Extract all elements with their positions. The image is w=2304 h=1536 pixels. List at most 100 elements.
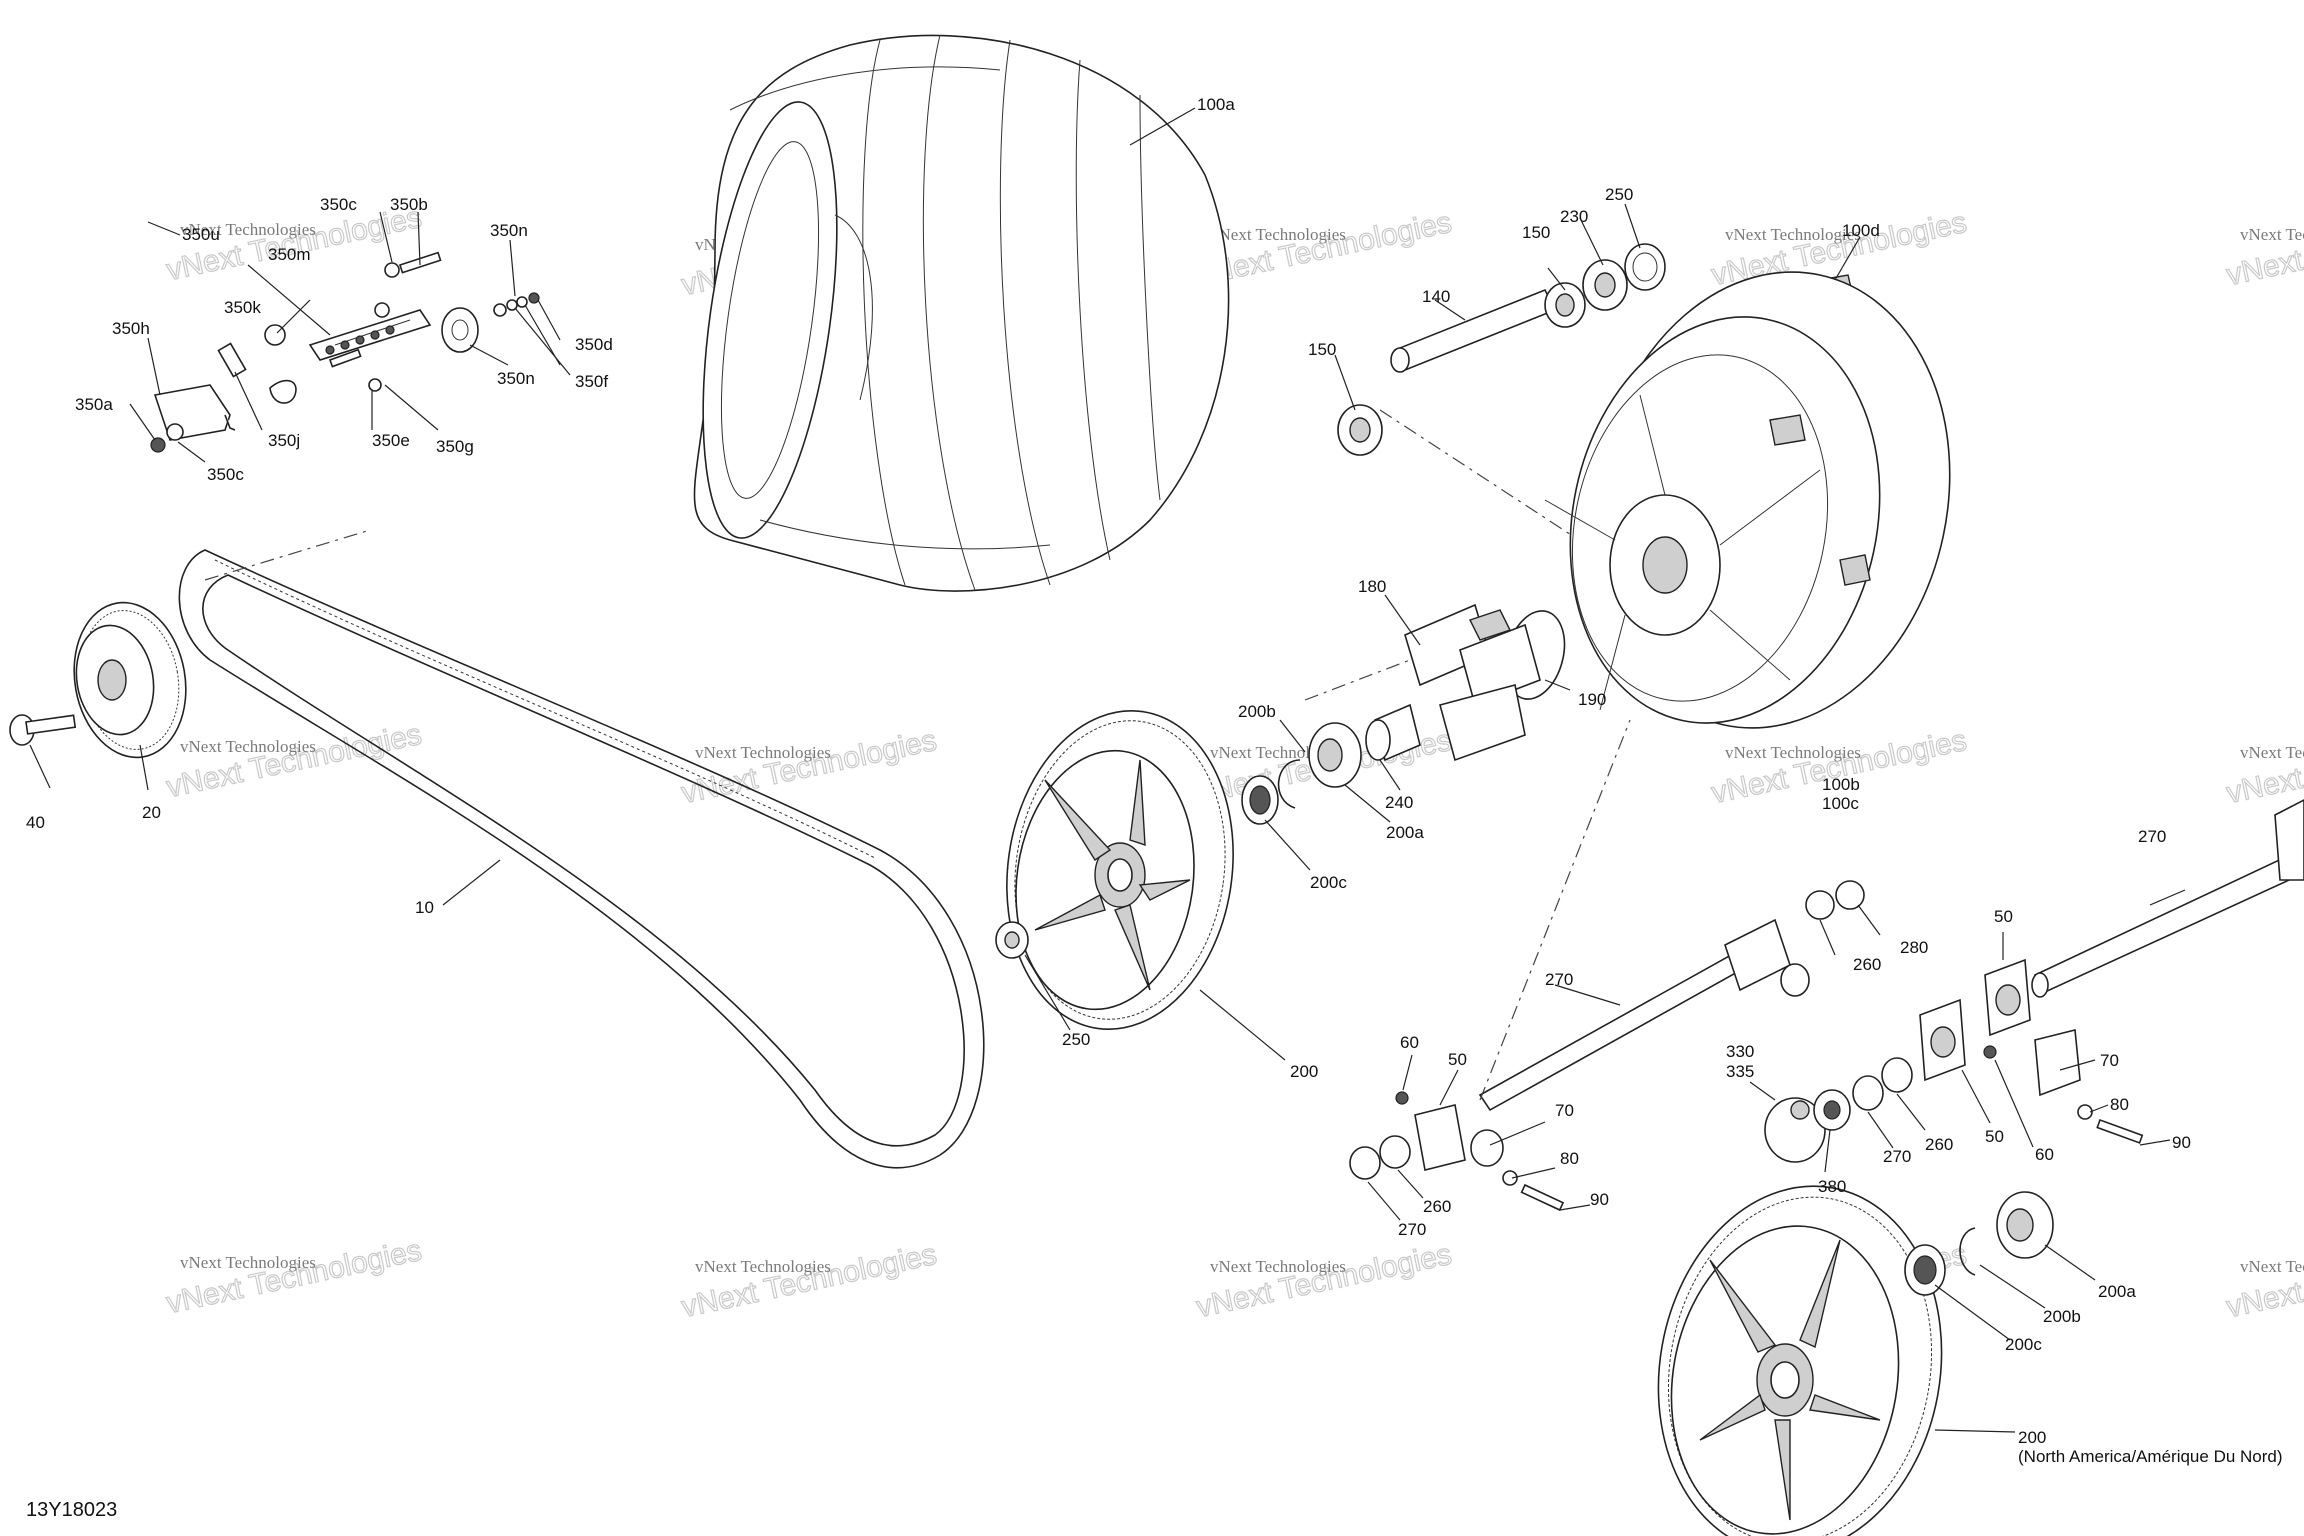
watermark: vNext Technologies vNext Technologies	[678, 1237, 940, 1324]
svg-text:vNext Technologies: vNext Technologies	[2224, 1238, 2304, 1324]
svg-text:vNext Technologies: vNext Technologies	[1194, 206, 1455, 292]
label-280: 280	[1900, 938, 1928, 957]
label-350g: 350g	[436, 437, 474, 456]
label-350n-mid: 350n	[497, 369, 535, 388]
watermark: vNext Technologies vNext Technologies	[1193, 205, 1455, 292]
label-350f: 350f	[575, 372, 608, 391]
label-260-left: 260	[1423, 1197, 1451, 1216]
label-350k: 350k	[224, 298, 261, 317]
watermark: vNext Technologies vNext Technologies	[1193, 1237, 1455, 1324]
driven-sprocket-200-na	[1657, 1185, 1943, 1536]
label-70-right: 70	[2100, 1051, 2119, 1070]
label-50-small: 50	[1985, 1127, 2004, 1146]
label-270-right: 270	[2138, 827, 2166, 846]
label-350a: 350a	[75, 395, 113, 414]
leader-lines	[29, 107, 2186, 1433]
watermark: vNext Technologies vNext Technologies	[678, 723, 940, 810]
label-350u: 350u	[182, 225, 220, 244]
bearing-250	[995, 921, 1029, 959]
seal-200c	[1241, 775, 1279, 825]
svg-text:vNext Technologies: vNext Technologies	[695, 1257, 831, 1276]
label-270-left: 270	[1398, 1220, 1426, 1239]
label-100c: 100c	[1822, 794, 1859, 813]
label-150-left: 150	[1308, 340, 1336, 359]
label-200-mid: 200	[1290, 1062, 1318, 1081]
label-10: 10	[415, 898, 434, 917]
label-350e: 350e	[372, 431, 410, 450]
axle-270	[1478, 880, 1865, 1112]
svg-text:vNext Technologies: vNext Technologies	[2240, 1257, 2304, 1276]
label-80-left: 80	[1560, 1149, 1579, 1168]
svg-text:vNext Technologies: vNext Technologies	[2224, 206, 2304, 292]
label-200-bot: 200	[2018, 1428, 2046, 1447]
label-380: 380	[1818, 1177, 1846, 1196]
watermarks: vNext Technologies vNext Technologies vN…	[163, 200, 2304, 1324]
label-100b: 100b	[1822, 775, 1860, 794]
label-60-right: 60	[2035, 1145, 2054, 1164]
label-50-left: 50	[1448, 1050, 1467, 1069]
label-20: 20	[142, 803, 161, 822]
label-350n-top: 350n	[490, 221, 528, 240]
label-330: 330	[1726, 1042, 1754, 1061]
label-140: 140	[1422, 287, 1450, 306]
label-region: (North America/Amérique Du Nord)	[2018, 1447, 2283, 1466]
bearing-housing-50	[1414, 958, 2031, 1171]
circlip-200b	[1277, 759, 1301, 809]
axle-270-right	[2031, 799, 2304, 998]
label-350c-bot: 350c	[207, 465, 244, 484]
label-180: 180	[1358, 577, 1386, 596]
small-hardware	[1349, 1028, 2144, 1212]
watermark: vNext Technologies vNext Technologies	[2223, 1237, 2304, 1324]
bushing-200a	[1308, 722, 1362, 788]
label-230: 230	[1560, 207, 1588, 226]
watermark: vNext Technologies vNext Technologies	[163, 1233, 425, 1320]
label-50-right: 50	[1994, 907, 2013, 926]
driven-sprocket-200	[1006, 709, 1234, 1031]
seal-200c-bot	[1904, 1244, 1946, 1296]
svg-text:vNext Technologies: vNext Technologies	[2240, 743, 2304, 762]
svg-text:vNext Technologies: vNext Technologies	[1210, 1257, 1346, 1276]
spacer-240	[1365, 703, 1421, 762]
bushing-200a-bot	[1996, 1191, 2054, 1259]
label-350b: 350b	[390, 195, 428, 214]
sprocket-20	[73, 601, 187, 759]
label-200c-bot: 200c	[2005, 1335, 2042, 1354]
label-150-top: 150	[1522, 223, 1550, 242]
label-335: 335	[1726, 1062, 1754, 1081]
svg-text:vNext Technologies: vNext Technologies	[695, 743, 831, 762]
label-100a: 100a	[1197, 95, 1235, 114]
label-240: 240	[1385, 793, 1413, 812]
label-60-left: 60	[1400, 1033, 1419, 1052]
label-190: 190	[1578, 690, 1606, 709]
svg-text:vNext Technologies: vNext Technologies	[679, 1238, 940, 1324]
svg-text:vNext Technologies: vNext Technologies	[180, 737, 316, 756]
label-200b-top: 200b	[1238, 702, 1276, 721]
label-80-right: 80	[2110, 1095, 2129, 1114]
label-350j: 350j	[268, 431, 300, 450]
watermark: vNext Technologies vNext Technologies	[163, 717, 425, 804]
bolt-40	[9, 714, 77, 746]
label-270-mid: 270	[1545, 970, 1573, 989]
label-90-right: 90	[2172, 1133, 2191, 1152]
svg-text:vNext Technologies: vNext Technologies	[180, 220, 316, 239]
drive-belt-10	[178, 529, 985, 1169]
svg-text:vNext Technologies: vNext Technologies	[1194, 1238, 1455, 1324]
label-350h: 350h	[112, 319, 150, 338]
svg-text:vNext Technologies: vNext Technologies	[1725, 225, 1861, 244]
svg-text:vNext Technologies: vNext Technologies	[1210, 225, 1346, 244]
svg-text:vNext Technologies: vNext Technologies	[2240, 225, 2304, 244]
svg-text:vNext Technologies: vNext Technologies	[2224, 724, 2304, 810]
svg-text:vNext Technologies: vNext Technologies	[164, 718, 425, 804]
axle-140	[1390, 288, 1557, 373]
callout-labels: 350u 350m 350c 350b 350n 350k 350h 350d …	[26, 95, 2283, 1521]
label-250-mid: 250	[1062, 1030, 1090, 1049]
label-260-top: 260	[1853, 955, 1881, 974]
label-200b-bot: 200b	[2043, 1307, 2081, 1326]
circlip-200b-bot	[1959, 1227, 1976, 1276]
svg-text:vNext Technologies: vNext Technologies	[164, 1234, 425, 1320]
bearings	[1337, 243, 1853, 456]
figure-id: 13Y18023	[26, 1499, 117, 1521]
label-70-left: 70	[1555, 1101, 1574, 1120]
label-90-left: 90	[1590, 1190, 1609, 1209]
